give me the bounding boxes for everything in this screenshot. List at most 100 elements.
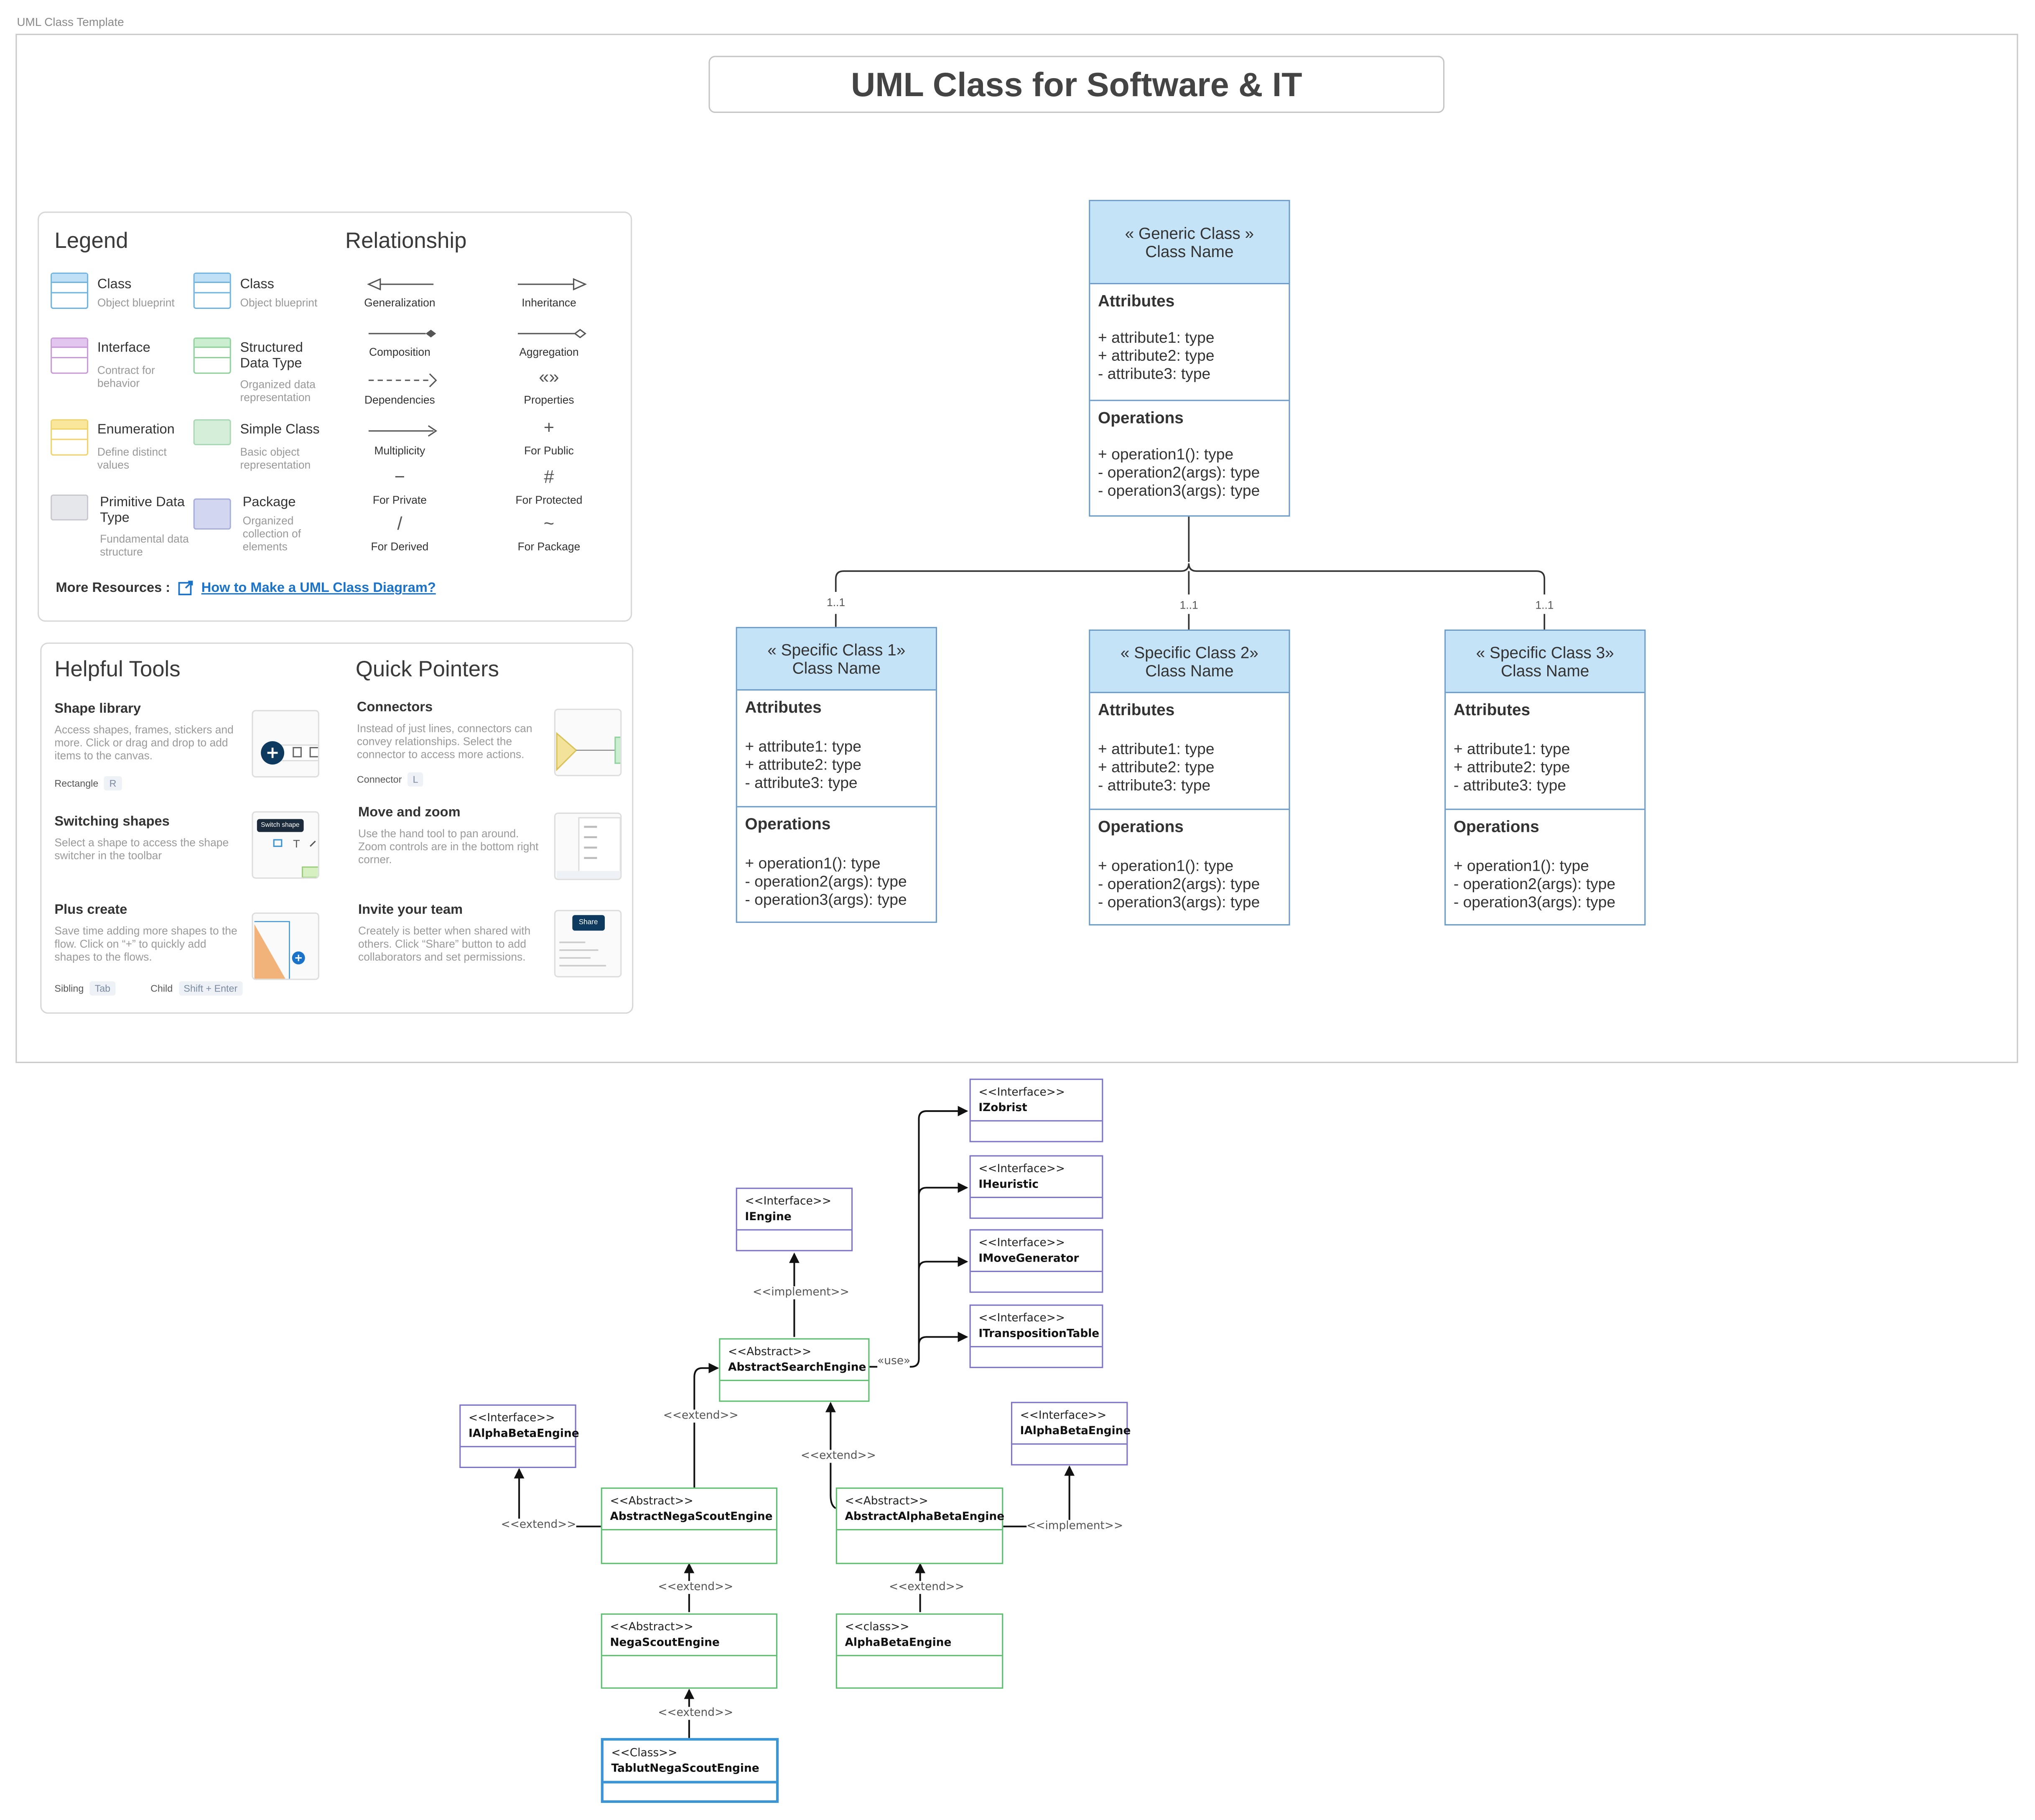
class-stereotype: « Specific Class 2» — [1120, 643, 1258, 662]
uml-box-header: <<Interface>>IMoveGenerator — [970, 1231, 1102, 1272]
ialphabetaengine-interface-left[interactable]: <<Interface>>IAlphaBetaEngine — [459, 1404, 579, 1468]
uml-class-name: NegaScoutEngine — [610, 1636, 720, 1650]
iengine-interface[interactable]: <<Interface>>IEngine — [736, 1188, 853, 1252]
invite-team-thumbnail: Share — [554, 910, 622, 978]
relationship-label: Aggregation — [519, 345, 579, 359]
connectors-thumbnail — [554, 709, 622, 776]
extend-label: <<extend>> — [889, 1581, 965, 1594]
switching-shapes-title: Switching shapes — [54, 813, 170, 830]
class-name: Class Name — [1145, 242, 1234, 260]
plus-create-shortcuts: Sibling Tab Child Shift + Enter — [54, 975, 243, 998]
operations-section: Operations+ operation1(): type- operatio… — [1446, 810, 1644, 919]
operations-title: Operations — [1098, 409, 1184, 427]
relationship-for-derived-symbol: / — [397, 512, 402, 534]
connectors-shortcut: Connector L — [357, 766, 424, 789]
operation: - operation3(args): type — [1098, 482, 1260, 500]
abstractalphabetaengine-class[interactable]: <<Abstract>>AbstractAlphaBetaEngine — [835, 1487, 1005, 1564]
attributes-title: Attributes — [1453, 701, 1531, 719]
alphabetaengine-class[interactable]: <<class>>AlphaBetaEngine — [835, 1613, 1003, 1689]
connectors-desc: Instead of just lines, connectors can co… — [357, 721, 532, 761]
generic-class-header: « Generic Class » Class Name — [1090, 201, 1289, 285]
plus-create-thumbnail — [252, 912, 319, 980]
tools-panel — [40, 642, 634, 1014]
uml-box-header: <<Abstract>>NegaScoutEngine — [602, 1615, 776, 1657]
shape-library-shortcut: Rectangle R — [54, 770, 122, 793]
class-name: Class Name — [1501, 661, 1589, 680]
iheuristic-interface[interactable]: <<Interface>>IHeuristic — [969, 1155, 1103, 1219]
uml-stereotype: <<Interface>> — [1020, 1410, 1107, 1423]
operation: + operation1(): type — [1098, 445, 1234, 464]
legend-item-desc: Object blueprint — [240, 296, 318, 309]
legend-item-name: Class — [240, 276, 275, 292]
multiplicity-label: 1..1 — [827, 596, 846, 609]
negascoutengine-class[interactable]: <<Abstract>>NegaScoutEngine — [601, 1613, 778, 1689]
relationship-label: Dependencies — [364, 393, 435, 406]
switching-shapes-thumbnail: Switch shape T — [252, 811, 319, 879]
operation: - operation2(args): type — [745, 872, 907, 891]
tablutnegascoutengine-class[interactable]: <<Class>>TablutNegaScoutEngine — [601, 1738, 779, 1803]
extend-label: <<extend>> — [658, 1707, 734, 1720]
share-button[interactable]: Share — [572, 915, 605, 931]
relationship-dependencies-icon — [363, 371, 441, 387]
attributes-title: Attributes — [745, 698, 822, 717]
relationship-generalization-icon — [363, 274, 441, 291]
relationship-for-package-symbol: ~ — [543, 512, 555, 534]
ialphabetaengine-interface-right[interactable]: <<Interface>>IAlphaBetaEngine — [1011, 1402, 1131, 1466]
legend-item-desc: Organized collection of elements — [242, 514, 301, 553]
operations-title: Operations — [1453, 818, 1539, 836]
relationship-label: Properties — [524, 393, 574, 406]
package-icon — [193, 498, 231, 530]
generic-class[interactable]: « Generic Class » Class Name Attributes … — [1089, 200, 1290, 517]
relationship-for-protected-symbol: # — [544, 466, 554, 487]
uml-stereotype: <<Abstract>> — [610, 1495, 693, 1509]
abstractnegascoutengine-class[interactable]: <<Abstract>>AbstractNegaScoutEngine — [601, 1487, 778, 1564]
operation: + operation1(): type — [1453, 856, 1589, 875]
helpful-tools-heading: Helpful Tools — [54, 657, 181, 682]
imovegenerator-interface[interactable]: <<Interface>>IMoveGenerator — [969, 1229, 1103, 1293]
extend-label: <<extend>> — [658, 1581, 734, 1594]
uml-class-name: IAlphaBetaEngine — [468, 1427, 579, 1441]
page-title[interactable]: UML Class for Software & IT — [708, 56, 1445, 113]
child-key: Shift + Enter — [178, 981, 243, 996]
invite-team-title: Invite your team — [358, 902, 463, 918]
primitive-data-type-icon — [51, 495, 89, 521]
operations-title: Operations — [745, 815, 831, 834]
izobrist-interface[interactable]: <<Interface>>IZobrist — [969, 1078, 1103, 1142]
uml-stereotype: <<Interface>> — [978, 1237, 1065, 1250]
svg-text:T: T — [293, 838, 300, 850]
attribute: + attribute1: type — [1098, 328, 1215, 347]
specific-class-header: « Specific Class 3»Class Name — [1446, 631, 1645, 693]
shortcut-key: R — [104, 776, 122, 791]
relationship-label: For Package — [517, 540, 581, 553]
legend-item-name: Simple Class — [240, 422, 320, 438]
uml-class-name: IEngine — [745, 1211, 792, 1224]
operation: - operation2(args): type — [1098, 874, 1260, 893]
uml-class-name: AbstractAlphaBetaEngine — [845, 1511, 1005, 1524]
operation: + operation1(): type — [745, 854, 881, 872]
relationship-label: Composition — [369, 345, 430, 359]
use-label: «use» — [877, 1355, 911, 1368]
operations-section: Operations + operation1(): type- operatio… — [737, 807, 936, 916]
class-stereotype: « Specific Class 3» — [1476, 643, 1614, 662]
uml-box-header: <<Interface>>IHeuristic — [970, 1157, 1102, 1198]
plus-create-desc: Save time adding more shapes to the flow… — [54, 924, 237, 964]
plus-create-title: Plus create — [54, 902, 127, 918]
relationship-label: Inheritance — [522, 296, 576, 309]
uml-box-header: <<Interface>>IZobrist — [970, 1080, 1102, 1122]
itranspositiontable-interface[interactable]: <<Interface>>ITranspositionTable — [969, 1304, 1103, 1368]
attribute: - attribute3: type — [745, 773, 858, 792]
uml-stereotype: <<Interface>> — [978, 1163, 1065, 1176]
uml-guide-link[interactable]: How to Make a UML Class Diagram? — [201, 580, 436, 596]
legend-heading: Legend — [54, 228, 128, 253]
operations-section: Operations+ operation1(): type- operatio… — [1090, 810, 1289, 919]
abstractsearchengine-class[interactable]: <<Abstract>>AbstractSearchEngine — [719, 1338, 870, 1402]
implement-label: <<implement>> — [753, 1286, 849, 1300]
shortcut-label: Rectangle — [54, 777, 99, 789]
quick-pointers-heading: Quick Pointers — [355, 657, 499, 682]
multiplicity-label: 1..1 — [1535, 598, 1554, 612]
